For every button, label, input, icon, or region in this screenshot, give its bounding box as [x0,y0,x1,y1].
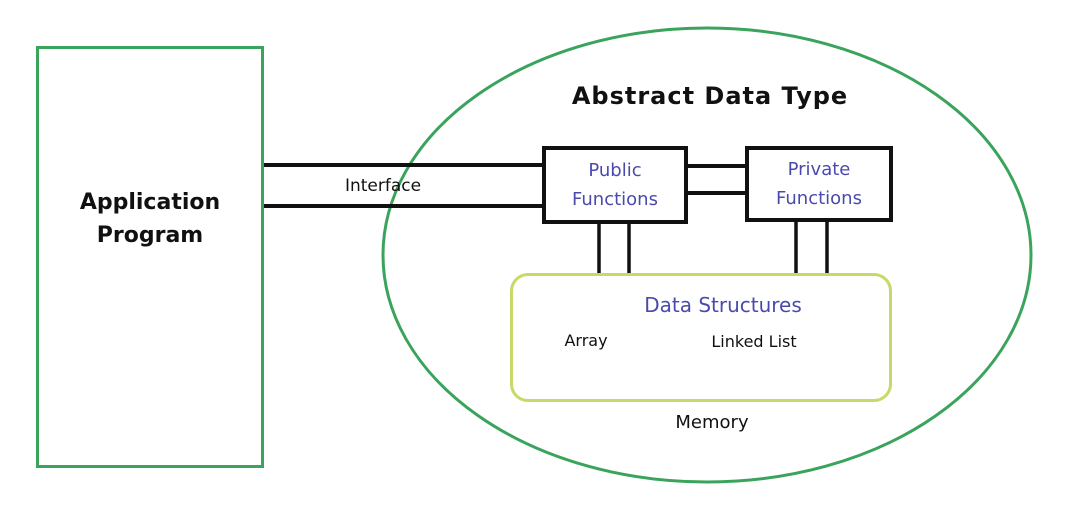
public-functions-label-line1: Public [588,160,642,181]
linked-list-label: Linked List [711,332,797,351]
application-program-label-line2: Program [96,223,204,248]
interface-label: Interface [344,176,422,196]
public-functions-box: Public Functions [542,146,688,224]
private-functions-label-line1: Private [787,159,851,180]
private-functions-label: Private Functions [776,155,862,213]
adt-ellipse-boundary [381,26,1033,484]
memory-label: Memory [675,412,749,433]
array-label: Array [564,331,608,350]
private-functions-label-line2: Functions [776,188,862,209]
application-program-box [36,46,264,468]
application-program-label: Application Program [36,186,264,252]
application-program-label-line1: Application [79,190,221,215]
public-functions-label-line2: Functions [572,189,658,210]
data-structures-box [510,273,892,402]
data-structures-title: Data Structures [644,293,802,317]
abstract-data-type-title: Abstract Data Type [571,82,849,110]
public-functions-label: Public Functions [572,156,658,214]
private-functions-box: Private Functions [745,146,893,222]
